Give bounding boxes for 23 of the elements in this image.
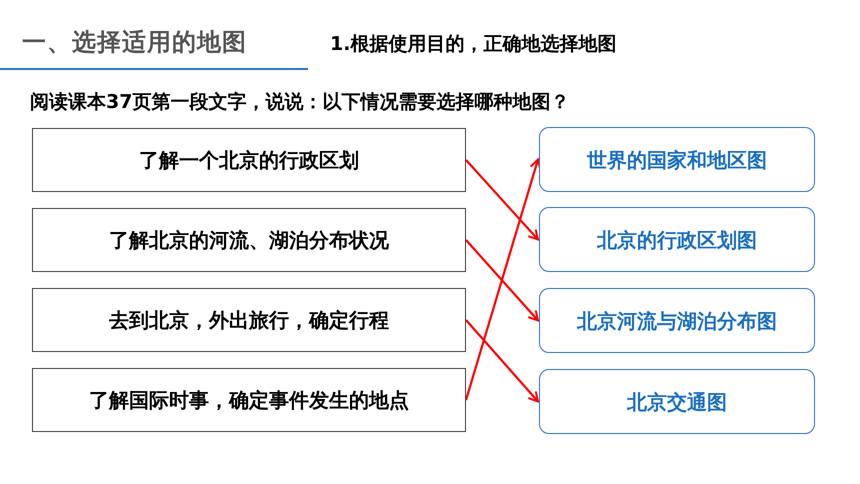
arrow — [465, 319, 539, 402]
answer-box — [539, 288, 815, 353]
question-text: 阅读课本37页第一段文字，说说：以下情况需要选择哪种地图？ — [30, 90, 570, 115]
heading: 一、选择适用的地图 — [22, 27, 247, 58]
subheading: 1.根据使用目的，正确地选择地图 — [330, 32, 616, 57]
box-text: 世界的国家和地区图 — [587, 146, 767, 174]
arrow — [465, 239, 539, 322]
box-text: 去到北京，外出旅行，确定行程 — [109, 307, 389, 334]
situation-box — [32, 288, 466, 352]
arrow — [465, 159, 539, 240]
box-text: 北京交通图 — [627, 388, 727, 416]
situation-box — [32, 128, 466, 192]
box-text: 北京河流与湖泊分布图 — [577, 308, 777, 334]
arrow — [464, 158, 542, 400]
box-text: 了解北京的河流、湖泊分布状况 — [109, 227, 389, 254]
box-text: 了解国际时事，确定事件发生的地点 — [89, 387, 409, 414]
answer-box — [539, 127, 815, 192]
situation-box — [32, 208, 466, 272]
answer-box — [539, 207, 815, 272]
answer-box — [539, 369, 815, 434]
situation-box — [32, 368, 466, 432]
box-text: 了解一个北京的行政区划 — [139, 147, 359, 174]
box-text: 北京的行政区划图 — [597, 226, 757, 254]
